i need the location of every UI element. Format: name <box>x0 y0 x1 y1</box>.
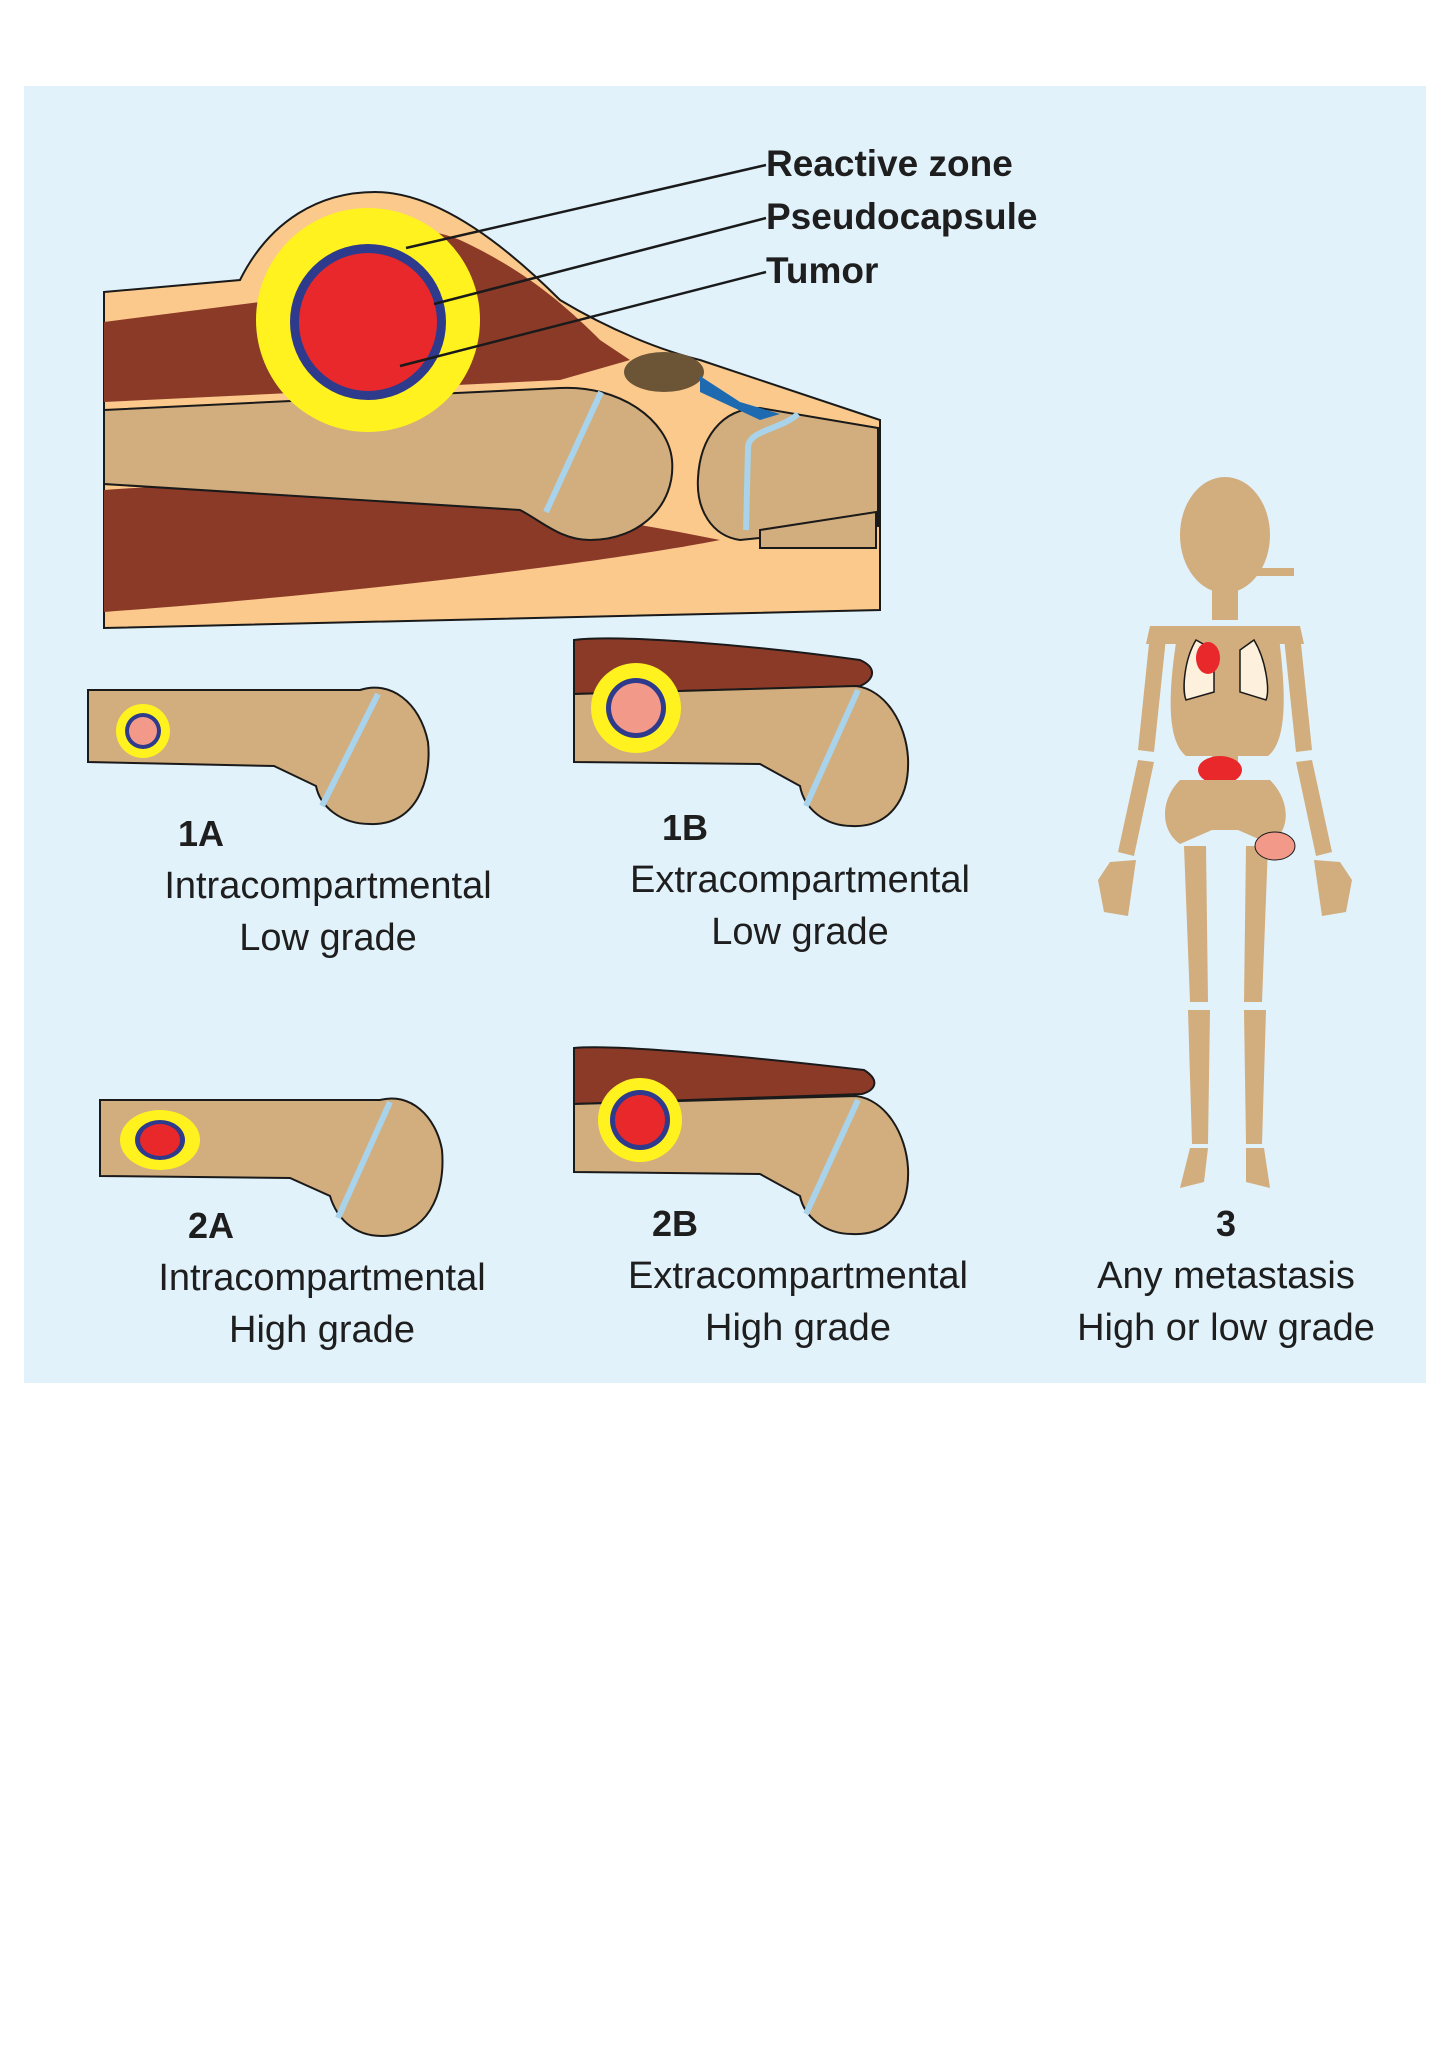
leader-line-tumor <box>399 270 767 368</box>
growth-plate-2b <box>803 1098 861 1216</box>
tibia-right <box>1244 1010 1266 1144</box>
lung-metastasis <box>1196 642 1220 674</box>
fibula-bone <box>759 510 877 549</box>
limb-cross-section <box>103 163 881 630</box>
tumor-2b <box>615 1095 665 1145</box>
stage-1b-line2: Low grade <box>711 911 889 953</box>
forearm-right <box>1296 760 1332 856</box>
growth-plate-1a <box>319 692 381 808</box>
stage-1a-illustration <box>87 686 430 826</box>
pseudocapsule-label: Pseudocapsule <box>766 196 1038 237</box>
foot-right <box>1246 1148 1270 1188</box>
stage-2b-line2: High grade <box>705 1307 891 1349</box>
growth-plate-2a <box>335 1100 393 1220</box>
tibia-growth-plate <box>743 411 800 531</box>
leader-line-reactive <box>405 163 767 250</box>
forearm-left <box>1118 760 1154 856</box>
tibia-left <box>1188 1010 1210 1144</box>
femur-right <box>1244 846 1268 1002</box>
reactive-zone-label: Reactive zone <box>766 143 1013 184</box>
abdominal-metastasis <box>1198 756 1242 784</box>
femur-left <box>1184 846 1208 1002</box>
pelvis <box>1165 780 1286 844</box>
stage-2a-code: 2A <box>188 1205 235 1246</box>
stage-1a-line2: Low grade <box>239 917 417 959</box>
right-lung <box>1239 638 1269 701</box>
stage-2b-caption: 2B Extracompartmental High grade <box>598 1198 998 1354</box>
stage-3-line1: Any metastasis <box>1097 1255 1355 1297</box>
hand-right <box>1314 860 1352 916</box>
femur-growth-plate <box>543 390 604 514</box>
skull <box>1180 477 1270 593</box>
stage-2a-line2: High grade <box>229 1309 415 1351</box>
femur-bone <box>103 386 674 542</box>
neck <box>1212 590 1238 620</box>
tumor-1b <box>611 683 661 733</box>
stage-1b-illustration <box>573 637 910 828</box>
stage-2b-illustration <box>573 1046 910 1236</box>
tibia-bone <box>696 406 879 542</box>
stage-3-code: 3 <box>1215 1203 1237 1244</box>
stage-3-line2: High or low grade <box>1077 1307 1375 1349</box>
tumor-label: Tumor <box>766 250 879 291</box>
growth-plate-1b <box>803 688 861 808</box>
tumor-2a <box>140 1124 180 1156</box>
stage-2a-caption: 2A Intracompartmental High grade <box>122 1200 522 1356</box>
stage-1b-line1: Extracompartmental <box>629 859 970 901</box>
stage-3-caption: 3 Any metastasis High or low grade <box>1046 1198 1406 1354</box>
patella <box>624 352 704 392</box>
tumor-core <box>299 253 437 391</box>
thigh-metastasis <box>1254 831 1296 861</box>
stage-2b-line1: Extracompartmental <box>627 1255 968 1297</box>
upper-arm-left <box>1138 634 1166 752</box>
foot-left <box>1180 1148 1208 1188</box>
stage-3-skeleton <box>1098 477 1352 1188</box>
stage-1a-code: 1A <box>178 813 225 854</box>
hand-left <box>1098 860 1136 916</box>
tumor-1a <box>129 717 157 745</box>
leader-line-pseudocapsule <box>433 216 767 306</box>
stage-2a-illustration <box>99 1097 444 1238</box>
stage-1b-caption: 1B Extracompartmental Low grade <box>600 802 1000 958</box>
stage-1a-line1: Intracompartmental <box>164 865 492 907</box>
patellar-tendon <box>700 376 780 420</box>
cigarette <box>1248 568 1294 576</box>
stage-2b-code: 2B <box>652 1203 699 1244</box>
upper-arm-right <box>1284 634 1312 752</box>
stage-2a-line1: Intracompartmental <box>158 1257 486 1299</box>
stage-1a-caption: 1A Intracompartmental Low grade <box>128 808 528 964</box>
stage-1b-code: 1B <box>662 807 709 848</box>
